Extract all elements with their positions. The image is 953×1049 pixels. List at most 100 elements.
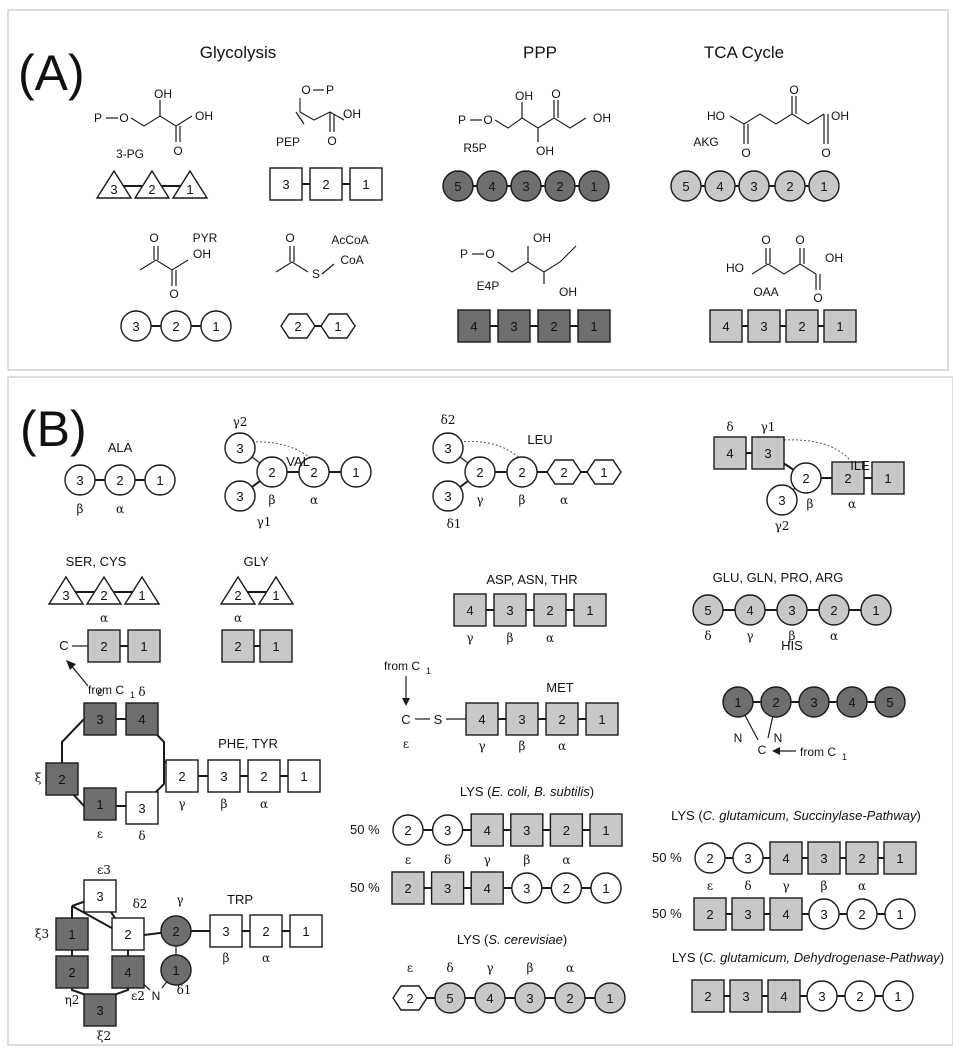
chain-lys-cglu-a-atom-4-shape [845,841,879,875]
chain-leu-atom-1-shape [506,456,538,488]
met-atom-c: C [401,712,410,727]
val-greek-alpha: α [310,493,318,507]
ser-from-c1: from C [88,683,124,697]
chain-akg-atom-0: 5 [670,170,702,202]
trp-greek-alpha: α [262,951,270,965]
chain-pyr-atom-2: 1 [200,310,232,342]
akg-atom-ho: HO [707,109,725,123]
lys-yeast-greek-4: α [566,961,574,975]
met-greek-alpha: α [558,739,566,753]
chain-lys-cglu-dh-atom-3-label: 3 [818,989,825,1004]
chain-lys-ecoli-b-atom-5-shape [590,872,622,904]
trp-greek-e3: ε3 [97,863,111,877]
val-atom-g1-label: 3 [236,489,243,504]
leu-atom-d2-shape [432,432,464,464]
chain-met-atom-3: 1 [585,702,619,736]
chain-his-atom-1-label: 2 [772,695,779,710]
chain-lys-ecoli-a-atom-2-shape [470,813,504,847]
chain-oaa-atom-3-label: 1 [836,319,843,334]
chain-lys-yeast-atom-4: 2 [554,982,586,1014]
chain-glu-atom-3-label: 2 [830,603,837,618]
ile-greek-delta: δ [726,420,733,434]
chain-val-atom-1-label: 2 [310,465,317,480]
chain-lys-cglu-b-atom-5: 1 [884,898,916,930]
oaa-atom-o3: O [813,291,822,305]
chain-leu-atom-1: 2 [506,456,538,488]
chain-phe-atom-2: 2 [247,759,281,793]
chain-lys-ecoli-b-atom-0-shape [391,871,425,905]
heading-ppp: PPP [523,43,557,62]
chain-lys-cglu-b-atom-2-shape [769,897,803,931]
chain-lys-cglu-b-atom-3-shape [808,898,840,930]
trp-atom-d2-shape [111,917,145,951]
chain-phe-atom-1: 3 [207,759,241,793]
chain-akg-atom-3-label: 2 [786,179,793,194]
chain-lys-cglu-b-atom-0-label: 2 [706,907,713,922]
chain-lys-yeast-atom-2: 4 [474,982,506,1014]
val-atom-g2-label: 3 [236,441,243,456]
chain-ser-tri-atom-1: 2 [85,575,123,605]
chain-trp-atom-1-label: 3 [222,924,229,939]
chain-oaa-atom-2-label: 2 [798,319,805,334]
chain-r5p-atom-2: 3 [510,170,542,202]
chain-lys-cglu-dh-atom-2-label: 4 [780,989,787,1004]
chain-lys-cglu-a-atom-3-shape [807,841,841,875]
chain-ser-tri-atom-0-label: 3 [62,588,69,603]
chain-glu-atom-4-shape [860,594,892,626]
trp-atom-h2: 2 [55,955,89,989]
chain-3pg-atom-0: 3 [95,169,133,199]
pyr-name: PYR [193,231,218,245]
chain-leu-atom-3: 1 [586,459,622,485]
leu-greek-d1: δ1 [447,517,462,531]
chain-trp-atom-2-label: 2 [262,924,269,939]
chain-asp-atom-2: 2 [533,593,567,627]
chain-lys-cglu-dh-atom-3: 3 [806,980,838,1012]
met-from-c1-sub: 1 [426,666,431,676]
chain-oaa-atom-3-shape [823,309,857,343]
chain-lys-cglu-dh-atom-0-shape [691,979,725,1013]
trp-greek-d2: δ2 [133,897,148,911]
lys-ecoli-greek-1: δ [444,853,451,867]
lys-yeast-title-prefix: LYS ( [457,932,489,947]
chain-ser-sq-atom-0-shape [87,629,121,663]
val-atom-g1: 3 [224,480,256,512]
chain-glu-atom-2-shape [776,594,808,626]
chain-lys-cglu-a-atom-0-label: 2 [706,851,713,866]
chain-3pg-atom-2-shape [171,169,209,199]
chain-akg-atom-2-shape [738,170,770,202]
chain-oaa-atom-0: 4 [709,309,743,343]
chain-his-atom-3: 4 [836,686,868,718]
chain-3pg-atom-0-label: 3 [110,182,117,197]
chain-ile-atom-0-shape [790,462,822,494]
pep-atom-o: O [301,83,310,97]
chain-accoa-atom-0-label: 2 [294,319,301,334]
chain-r5p-atom-1: 4 [476,170,508,202]
oaa-atom-oh: OH [825,251,843,265]
chain-asp-atom-0-label: 4 [466,603,473,618]
chain-lys-ecoli-a-atom-1-label: 3 [444,823,451,838]
chain-e4p-atom-2-label: 2 [550,319,557,334]
lys-cglu-succ-title-organism: C. glutamicum, Succinylase-Pathway [703,808,918,823]
chain-pyr-atom-0: 3 [120,310,152,342]
chain-lys-ecoli-a-atom-5-label: 1 [602,823,609,838]
chain-val-atom-2-shape [340,456,372,488]
chain-lys-ecoli-a-atom-1: 3 [431,814,464,846]
chain-ala-atom-2: 1 [144,464,176,496]
leu-atom-d2-label: 3 [444,441,451,456]
chain-lys-cglu-dh-atom-4: 2 [844,980,876,1012]
chain-leu-atom-3-label: 1 [600,465,607,480]
ile-atom-g1-shape [751,436,785,470]
chain-gly-sq-atom-1: 1 [259,629,293,663]
chain-trp-atom-2: 2 [249,914,283,948]
lys-yeast-title-organism: S. cerevisiae [488,932,562,947]
his-name: HIS [781,638,803,653]
chain-lys-ecoli-a-atom-1-shape [431,814,464,846]
phe-atom-e1-shape [83,702,117,736]
chain-trp-atom-0-shape [160,915,192,947]
chain-leu-atom-3-shape [586,459,622,485]
chain-ile-atom-2-shape [871,461,905,495]
chain-akg-atom-0-label: 5 [682,179,689,194]
chain-pyr-atom-0-shape [120,310,152,342]
chain-lys-cglu-b-atom-4-label: 2 [858,907,865,922]
